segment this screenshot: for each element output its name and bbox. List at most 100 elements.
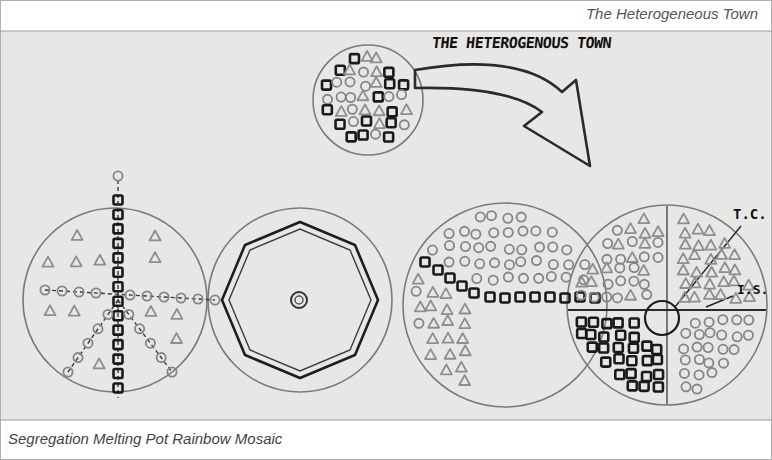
circle-symbol [113, 171, 122, 180]
square-symbol [654, 370, 663, 379]
circle-symbol [718, 345, 727, 354]
circle-symbol [695, 355, 704, 364]
square-symbol [589, 318, 598, 327]
square-symbol [347, 132, 356, 141]
circle-symbol [125, 290, 134, 299]
triangle-symbol [638, 265, 649, 275]
circle-symbol [590, 293, 599, 302]
circle-symbol [535, 242, 544, 251]
circle-symbol [532, 256, 541, 265]
triangle-symbol [587, 264, 598, 274]
callout-label: I.S. [737, 282, 768, 297]
circle-symbol [474, 243, 483, 252]
circle-symbol [516, 257, 525, 266]
triangle-symbol [371, 66, 382, 76]
circle-symbol [733, 332, 742, 341]
callout-label: T.C. [733, 206, 767, 222]
square-symbol [486, 293, 495, 302]
triangle-symbol [680, 239, 691, 249]
network-line [45, 290, 215, 300]
square-symbol [399, 80, 408, 89]
triangle-symbol [427, 287, 438, 297]
circle-symbol [142, 291, 151, 300]
triangle-symbol [443, 333, 454, 343]
circle-symbol [503, 214, 512, 223]
circle-symbol [332, 78, 341, 87]
triangle-symbol [445, 349, 456, 359]
circle-symbol [476, 212, 485, 221]
triangle-symbol [625, 223, 636, 233]
triangle-symbol [442, 315, 453, 325]
triangle-symbol [690, 278, 701, 288]
triangle-symbol [344, 64, 355, 74]
square-symbol [114, 311, 123, 320]
circle-symbol [359, 68, 368, 77]
triangle-symbol [718, 276, 729, 286]
photo-ground [1, 31, 771, 420]
triangle-symbol [729, 249, 740, 259]
triangle-symbol [69, 306, 80, 316]
center-dot [295, 296, 303, 304]
triangle-symbol [704, 289, 715, 299]
square-symbol [322, 81, 331, 90]
triangle-symbol [413, 274, 424, 284]
circle-symbol [679, 344, 688, 353]
circle-symbol [428, 245, 437, 254]
square-symbol [470, 289, 479, 298]
circle-symbol [348, 105, 357, 114]
triangle-symbol [71, 256, 82, 266]
circle-symbol [653, 253, 662, 262]
square-symbol [114, 326, 123, 335]
square-symbol [599, 332, 608, 341]
circle-symbol [323, 95, 332, 104]
circle-symbol [504, 272, 513, 281]
circle-symbol [705, 328, 714, 337]
circle-symbol [337, 92, 346, 101]
square-symbol [336, 66, 345, 75]
circle-symbol [210, 295, 219, 304]
triangle-symbol [691, 267, 702, 277]
circle-symbol [642, 290, 651, 299]
square-symbol [642, 342, 651, 351]
circle-symbol [680, 369, 689, 378]
quadrant-divider [568, 309, 766, 311]
circle-symbol [615, 263, 624, 272]
triangle-symbol [719, 238, 730, 248]
circle-symbol [547, 272, 556, 281]
square-symbol [629, 344, 638, 353]
circle-symbol [564, 260, 573, 269]
circle-symbol [580, 260, 589, 269]
circle-symbol [444, 229, 453, 238]
circle-symbol [489, 276, 498, 285]
circle-symbol [384, 92, 393, 101]
circle-symbol [681, 355, 690, 364]
octagon-inner [229, 229, 371, 371]
circle-symbol [630, 263, 639, 272]
circle-symbol [562, 245, 571, 254]
figure-caption: Segregation Melting Pot Rainbow Mosaic [8, 430, 282, 447]
circle-symbol [57, 286, 66, 295]
square-symbol [591, 294, 600, 303]
circle-symbol [91, 288, 100, 297]
circle-symbol [692, 342, 701, 351]
circle-symbol [397, 90, 406, 99]
triangle-symbol [704, 279, 715, 289]
triangle-symbol [678, 253, 689, 263]
circle-symbol [548, 242, 557, 251]
triangle-symbol [357, 90, 368, 100]
square-symbol [114, 224, 123, 233]
square-symbol [630, 333, 639, 342]
square-symbol [446, 274, 455, 283]
network-line [68, 300, 118, 372]
circle-symbol [704, 343, 713, 352]
circle-symbol [517, 213, 526, 222]
quadrant-divider [666, 206, 668, 404]
circle-symbol [472, 274, 481, 283]
circle-symbol [717, 330, 726, 339]
circle-symbol [349, 117, 358, 126]
square-symbol [516, 293, 525, 302]
square-symbol [616, 331, 625, 340]
triangle-symbol [45, 305, 56, 315]
square-symbol [114, 268, 123, 277]
